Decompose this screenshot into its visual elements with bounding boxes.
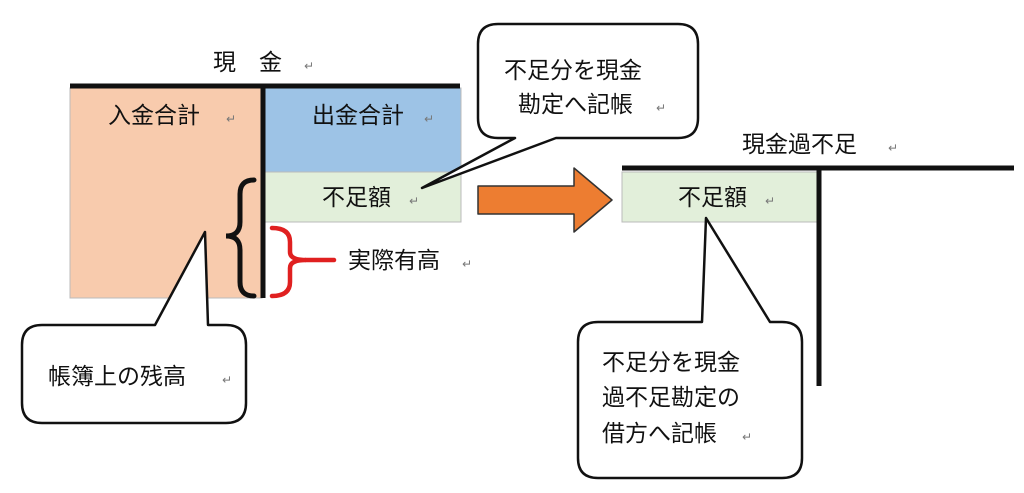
return-mark: ↵ [304, 59, 314, 73]
over-short-shortage-block [621, 171, 819, 223]
actual-balance-brace [269, 225, 307, 299]
return-mark: ↵ [742, 430, 752, 444]
actual-balance-label: 実際有高 [348, 248, 440, 274]
cash-t-account: 現 金 ↵ 入金合計 ↵ 出金合計 ↵ 不足額 ↵ 実際有高 ↵ [69, 50, 472, 299]
return-mark: ↵ [424, 112, 434, 126]
return-mark: ↵ [765, 194, 775, 208]
credit-to-cash-callout-line2: 勘定へ記帳 [518, 92, 633, 118]
book-balance-callout-shape [20, 230, 248, 425]
credit-total-label: 出金合計 [312, 103, 404, 129]
debit-total-block [69, 87, 263, 299]
debit-to-over-short-line1: 不足分を現金 [602, 350, 740, 376]
return-mark: ↵ [656, 101, 666, 115]
debit-to-over-short-line3: 借方へ記帳 [602, 421, 717, 447]
over-short-shortage-label: 不足額 [678, 185, 747, 211]
credit-total-block [264, 87, 462, 173]
debit-to-over-short-callout-shape [576, 216, 804, 480]
book-balance-callout-text: 帳簿上の残高 [48, 364, 186, 390]
credit-to-cash-callout-line1: 不足分を現金 [504, 58, 642, 84]
over-short-t-account: 現金過不足 ↵ 不足額 ↵ [621, 132, 1014, 386]
return-mark: ↵ [409, 194, 419, 208]
credit-to-cash-callout-shape [420, 22, 700, 190]
cash-account-title: 現 金 [213, 50, 282, 76]
return-mark: ↵ [888, 141, 898, 155]
shortage-amount-block [264, 171, 462, 223]
shortage-amount-label: 不足額 [322, 185, 391, 211]
book-balance-callout: 帳簿上の残高 ↵ [20, 230, 248, 425]
debit-total-label: 入金合計 [108, 103, 200, 129]
return-mark: ↵ [222, 373, 232, 387]
over-short-account-title: 現金過不足 [742, 132, 857, 158]
book-balance-brace [225, 177, 257, 299]
debit-to-over-short-callout: 不足分を現金 過不足勘定の 借方へ記帳 ↵ [576, 216, 804, 480]
credit-to-cash-callout: 不足分を現金 勘定へ記帳 ↵ [420, 22, 700, 190]
return-mark: ↵ [462, 257, 472, 271]
debit-to-over-short-line2: 過不足勘定の [602, 385, 740, 411]
return-mark: ↵ [226, 112, 236, 126]
transfer-arrow [477, 167, 613, 233]
